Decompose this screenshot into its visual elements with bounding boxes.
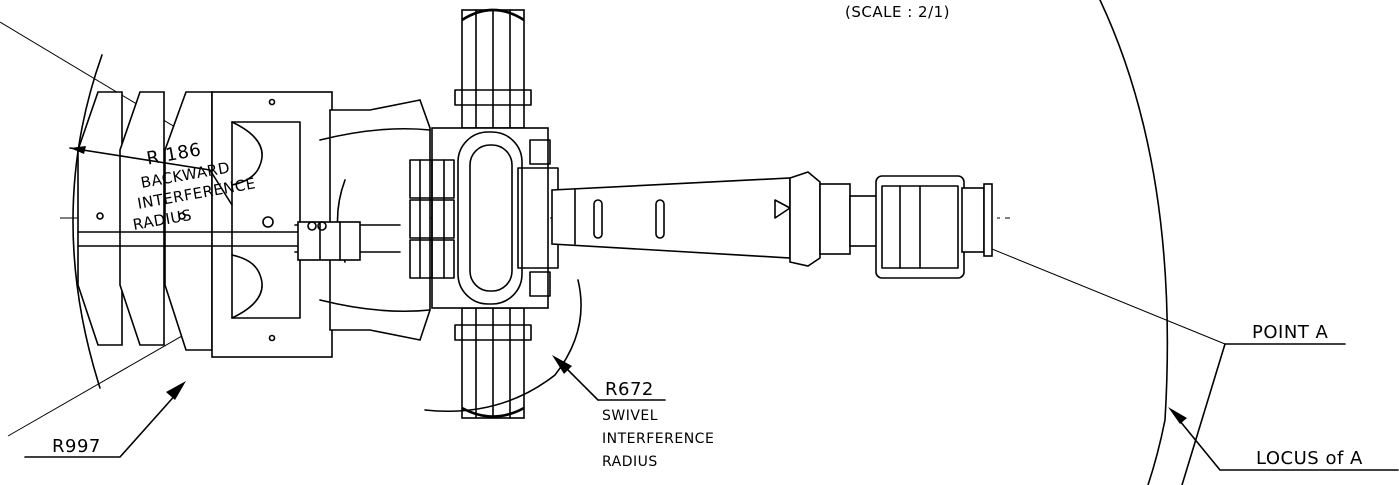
locus-a-label: LOCUS of A — [1256, 448, 1363, 469]
top-wheel — [454, 8, 532, 129]
construction-line-right — [964, 237, 1226, 345]
r672-line2: INTERFERENCE — [602, 431, 714, 447]
r672-line1: SWIVEL — [602, 408, 658, 424]
r997-arrowhead — [166, 381, 186, 400]
point-a-leader — [1181, 343, 1346, 485]
r672-label: R672 SWIVEL INTERFERENCE RADIUS — [602, 379, 714, 470]
r186-arrowhead — [70, 146, 86, 154]
r997-value: R997 — [52, 436, 101, 457]
scale-note: (SCALE : 2/1) — [845, 3, 950, 21]
locus-arc — [1099, 0, 1169, 485]
turret-frame — [294, 99, 431, 341]
locus-a-leader — [1174, 414, 1399, 471]
wrist-assembly — [789, 171, 993, 279]
r997-leader — [24, 391, 179, 458]
r186-leader — [69, 147, 233, 206]
r672-value: R672 — [605, 379, 654, 400]
r672-arrowhead — [552, 355, 572, 374]
point-a-label: POINT A — [1252, 322, 1329, 343]
locus-a-arrowhead — [1168, 407, 1187, 424]
r672-arc — [424, 279, 582, 413]
turret-body — [409, 127, 559, 309]
bottom-wheel — [454, 307, 532, 419]
r672-line3: RADIUS — [602, 454, 658, 470]
robot-arm — [551, 177, 791, 259]
